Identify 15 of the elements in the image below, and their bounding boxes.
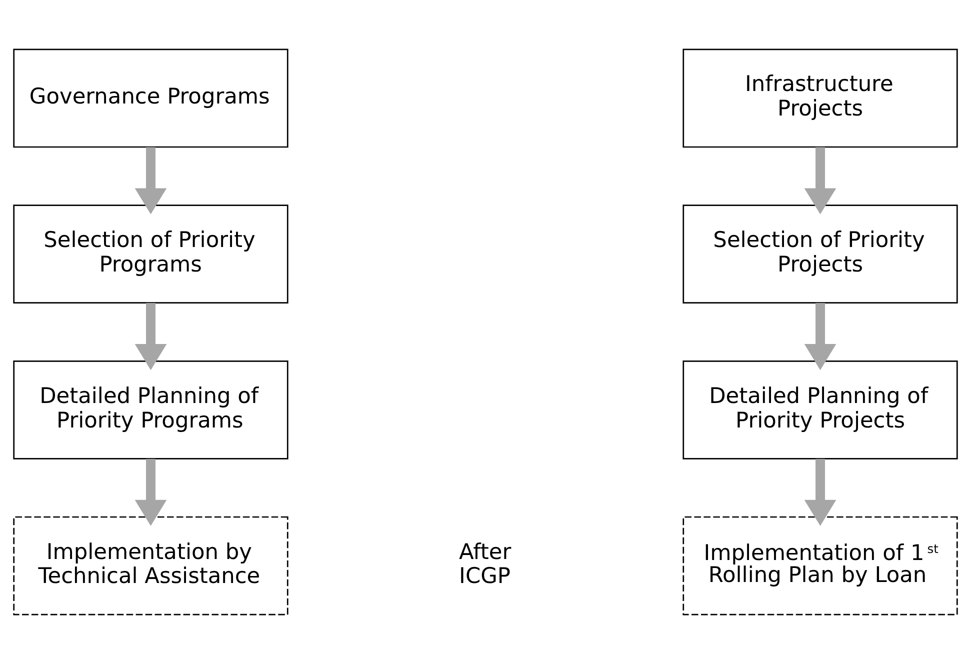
node-box: Implementation of 1$^{st}$ Rolling Plan by Loan <box>682 516 958 615</box>
arrow <box>134 302 167 370</box>
arrow <box>804 302 836 370</box>
node-box: Selection of Priority Programs <box>13 204 288 304</box>
arrow <box>804 458 836 526</box>
arrow <box>134 146 167 214</box>
node-box: Implementation by Technical Assistance <box>13 516 288 615</box>
arrow <box>804 146 836 214</box>
label: After ICGP <box>459 539 512 589</box>
node-box: Detailed Planning of Priority Projects <box>682 360 958 459</box>
node-box: Governance Programs <box>13 48 288 148</box>
arrow <box>134 458 167 526</box>
node-box: Selection of Priority Projects <box>682 204 958 304</box>
node-box: Detailed Planning of Priority Programs <box>13 360 288 459</box>
node-box: Infrastructure Projects <box>682 48 958 148</box>
